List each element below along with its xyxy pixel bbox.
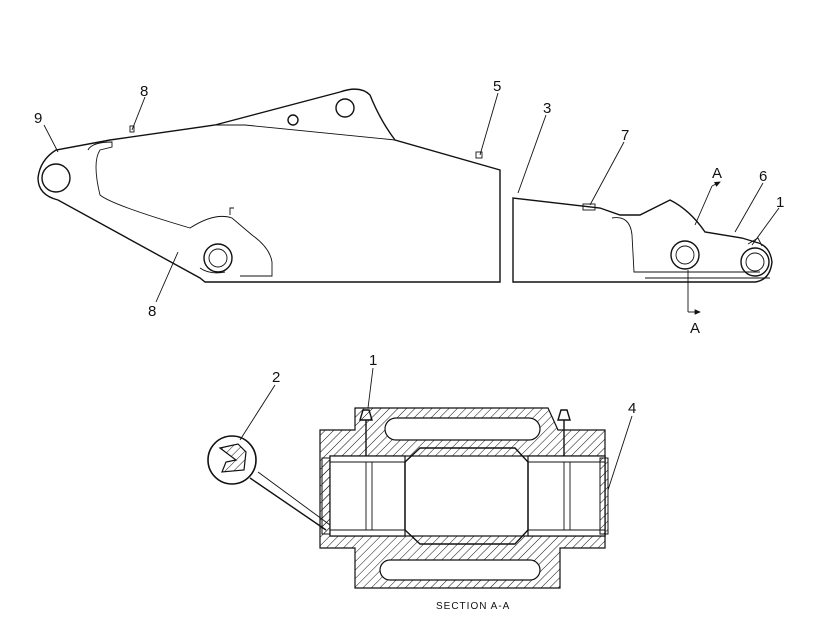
callout-8-top: 8 bbox=[140, 83, 148, 100]
nose-pin-eye bbox=[740, 247, 770, 277]
callout-6: 6 bbox=[759, 168, 767, 185]
hole-large bbox=[335, 98, 355, 118]
boom-arm-drawing bbox=[37, 88, 773, 283]
callout-8-bottom: 8 bbox=[148, 303, 156, 320]
section-label: SECTION A-A bbox=[436, 601, 510, 612]
section-marker-a-top: A bbox=[712, 165, 722, 182]
cross-section-pin-eye bbox=[670, 240, 700, 270]
callout-1-section: 1 bbox=[369, 352, 377, 369]
lower-pivot-eye bbox=[203, 243, 233, 273]
callout-leaders-bottom bbox=[239, 367, 633, 491]
callout-9: 9 bbox=[34, 110, 42, 127]
callout-3: 3 bbox=[543, 100, 551, 117]
pin-bore-cross-section bbox=[319, 407, 609, 589]
callout-7: 7 bbox=[621, 127, 629, 144]
callout-4: 4 bbox=[628, 400, 636, 417]
callout-leaders-top bbox=[43, 92, 780, 315]
seal-detail-circle bbox=[207, 435, 331, 531]
hole-small bbox=[287, 114, 299, 126]
section-marker-a-bottom: A bbox=[690, 320, 700, 337]
callout-5: 5 bbox=[493, 78, 501, 95]
callout-1-top: 1 bbox=[776, 194, 784, 211]
tip-pin-eye bbox=[41, 163, 71, 193]
boom-right-section bbox=[512, 197, 773, 283]
callout-2: 2 bbox=[272, 369, 280, 386]
